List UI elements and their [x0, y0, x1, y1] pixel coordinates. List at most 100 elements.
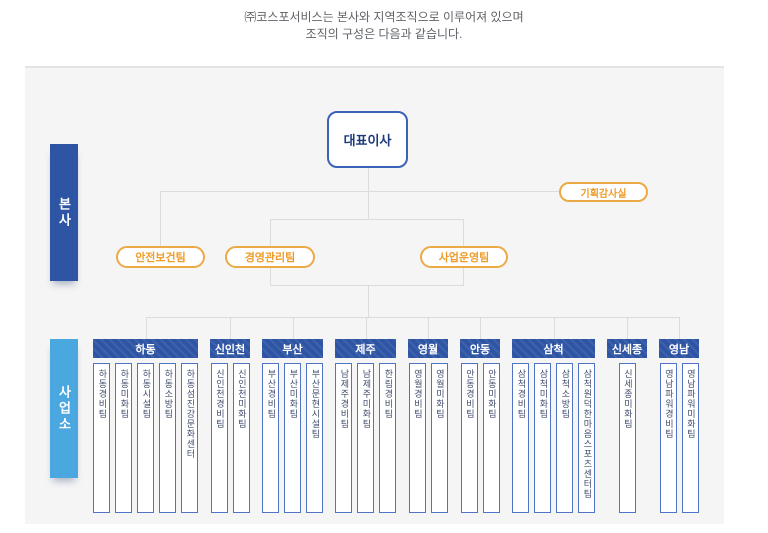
branch-header: 하동 — [93, 339, 198, 358]
team-box: 영월미화팀 — [430, 363, 448, 513]
team-box: 남제주미화팀 — [357, 363, 374, 513]
branch-teams: 영남파워경비팀 영남파워미화팀 — [659, 363, 699, 513]
branch-header: 영월 — [408, 339, 448, 358]
team-label: 하동시설팀 — [141, 369, 152, 419]
team-label: 영남파워경비팀 — [663, 369, 674, 439]
team-label: 신세종미화팀 — [622, 369, 633, 429]
team-label: 삼척미화팀 — [538, 369, 549, 419]
team-box: 안동미화팀 — [482, 363, 500, 513]
team-box: 신인천경비팀 — [210, 363, 228, 513]
team-box: 신인천미화팀 — [232, 363, 250, 513]
hq-rail-text: 본사 — [56, 196, 72, 229]
branch-rail-label: 사업소 — [50, 339, 78, 478]
team-box: 안동경비팀 — [460, 363, 478, 513]
team-box: 영남파워미화팀 — [681, 363, 699, 513]
team-box: 영남파워경비팀 — [659, 363, 677, 513]
connector-branch-stub — [480, 317, 481, 339]
connector-mid-lower — [368, 286, 369, 317]
branch-group: 신세종 신세종미화팀 — [607, 339, 647, 513]
team-box: 한림경비팀 — [379, 363, 396, 513]
team-label: 신인천미화팀 — [236, 369, 247, 429]
branch-group: 신인천 신인천경비팀 신인천미화팀 — [210, 339, 250, 513]
branch-teams: 하동경비팀 하동미화팀 하동시설팀 하동소방팀 하동섬진강문화센터 — [93, 363, 198, 513]
team-box: 영월경비팀 — [408, 363, 426, 513]
branch-header: 부산 — [262, 339, 323, 358]
team-box: 부산미화팀 — [284, 363, 301, 513]
team-box: 삼척소방팀 — [556, 363, 573, 513]
branch-header: 안동 — [460, 339, 500, 358]
team-box: 하동소방팀 — [159, 363, 176, 513]
team-label: 영남파워미화팀 — [685, 369, 696, 439]
branch-group: 안동 안동경비팀 안동미화팀 — [460, 339, 500, 513]
team-label: 하동섬진강문화센터 — [185, 369, 196, 459]
team-box: 남제주경비팀 — [335, 363, 352, 513]
connector-branch-stub — [365, 317, 367, 339]
team-label: 안동미화팀 — [486, 369, 497, 419]
team-label: 부산문현시설팀 — [310, 369, 321, 439]
audit-office-label: 기획감사실 — [580, 188, 627, 200]
team-label: 한림경비팀 — [383, 369, 394, 419]
branch-header: 제주 — [335, 339, 396, 358]
connector-branch-stub — [627, 317, 628, 339]
connector-safety-drop — [160, 191, 161, 246]
connector-branch-stub — [145, 317, 147, 339]
branch-rail-text: 사업소 — [56, 384, 72, 433]
team-box: 신세종미화팀 — [618, 363, 636, 513]
branch-group: 하동 하동경비팀 하동미화팀 하동시설팀 하동소방팀 하동섬진강문화센터 — [93, 339, 198, 513]
hq-team-box-management: 경영관리팀 — [225, 246, 315, 268]
team-label: 부산미화팀 — [288, 369, 299, 419]
branch-header: 영남 — [659, 339, 699, 358]
branch-teams: 신인천경비팀 신인천미화팀 — [210, 363, 250, 513]
team-label: 삼척소방팀 — [560, 369, 571, 419]
team-box: 하동경비팀 — [93, 363, 110, 513]
team-label: 영월미화팀 — [434, 369, 445, 419]
team-label: 남제주경비팀 — [339, 369, 350, 429]
branch-header: 신세종 — [607, 339, 647, 358]
team-label: 부산경비팀 — [266, 369, 277, 419]
branches-row: 하동 하동경비팀 하동미화팀 하동시설팀 하동소방팀 하동섬진강문화센터 신인천 신인천… — [93, 339, 699, 513]
branch-group: 제주 남제주경비팀 남제주미화팀 한림경비팀 — [335, 339, 396, 513]
ceo-label: 대표이사 — [343, 133, 392, 148]
team-label: 삼척경비팀 — [516, 369, 527, 419]
branch-teams: 안동경비팀 안동미화팀 — [460, 363, 500, 513]
intro-text: ㈜코스포서비스는 본사와 지역조직으로 이루어져 있으며 조직의 구성은 다음과… — [0, 9, 768, 43]
hq-team-box-operations: 사업운영팀 — [420, 246, 508, 268]
branch-teams: 부산경비팀 부산미화팀 부산문현시설팀 — [262, 363, 323, 513]
intro-line-1: ㈜코스포서비스는 본사와 지역조직으로 이루어져 있으며 — [244, 10, 524, 24]
connector-ceo-drop — [368, 168, 369, 191]
chart-panel: 대표이사 기획감사실 안전보건팀 경영관리팀 사업운영팀 본사 사업소 하동 하… — [25, 66, 724, 524]
intro-line-2: 조직의 구성은 다음과 같습니다. — [305, 27, 463, 41]
team-box: 삼척미화팀 — [534, 363, 551, 513]
team-box: 삼척경비팀 — [512, 363, 529, 513]
team-box: 부산경비팀 — [262, 363, 279, 513]
connector-branch-stub — [428, 317, 429, 339]
hq-team-label: 안전보건팀 — [135, 252, 186, 264]
connector-audit-line — [160, 191, 559, 192]
team-box: 하동미화팀 — [115, 363, 132, 513]
connector-branch-stub — [679, 317, 680, 339]
team-label: 안동경비팀 — [464, 369, 475, 419]
team-label: 남제주미화팀 — [361, 369, 372, 429]
team-label: 하동미화팀 — [119, 369, 130, 419]
team-label: 신인천경비팀 — [214, 369, 225, 429]
team-label: 하동소방팀 — [163, 369, 174, 419]
connector-distributor — [145, 317, 679, 318]
hq-rail-label: 본사 — [50, 144, 78, 281]
branch-teams: 삼척경비팀 삼척미화팀 삼척소방팀 삼척원덕한마음스포츠센터팀 — [512, 363, 595, 513]
branch-group: 부산 부산경비팀 부산미화팀 부산문현시설팀 — [262, 339, 323, 513]
connector-branch-stub — [292, 317, 294, 339]
team-box: 하동섬진강문화센터 — [181, 363, 198, 513]
branch-header: 신인천 — [210, 339, 250, 358]
branch-teams: 신세종미화팀 — [618, 363, 636, 513]
team-label: 삼척원덕한마음스포츠센터팀 — [582, 369, 593, 499]
team-label: 하동경비팀 — [97, 369, 108, 419]
hq-team-box-safety: 안전보건팀 — [116, 246, 205, 268]
team-box: 삼척원덕한마음스포츠센터팀 — [578, 363, 595, 513]
connector-branch-stub — [230, 317, 231, 339]
team-label: 영월경비팀 — [412, 369, 423, 419]
hq-team-label: 경영관리팀 — [244, 252, 296, 264]
branch-group: 영남 영남파워경비팀 영남파워미화팀 — [659, 339, 699, 513]
team-box: 부산문현시설팀 — [306, 363, 323, 513]
audit-office-box: 기획감사실 — [559, 182, 648, 202]
